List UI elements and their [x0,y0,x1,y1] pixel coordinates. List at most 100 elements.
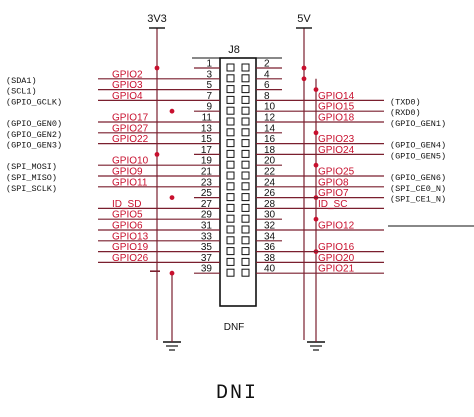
net-label-left: GPIO22 [112,134,149,145]
pin-number-left: 33 [201,231,213,242]
net-label-right: GPIO12 [318,221,355,232]
junction-dot [313,216,319,222]
pin-number-right: 10 [264,102,276,113]
alt-label-left: (SPI_MISO) [6,173,57,183]
pin-number-right: 22 [264,167,276,178]
junction-dot [313,162,319,168]
pin-number-right: 20 [264,156,276,167]
alt-label-left: (GPIO_GEN2) [6,130,62,140]
pin-number-left: 19 [201,156,213,167]
pin-pad-even [241,171,250,180]
pin-pad-odd [226,182,235,191]
pin-number-right: 16 [264,134,276,145]
pin-number-left: 31 [201,221,213,232]
pin-number-left: 35 [201,242,213,253]
net-label-left: GPIO9 [112,167,143,178]
pin-number-right: 4 [264,69,270,80]
pin-pad-odd [226,257,235,266]
pin-pad-odd [226,106,235,115]
net-label-right: GPIO14 [318,91,355,102]
pin-number-left: 17 [201,145,213,156]
pin-number-left: 23 [201,177,213,188]
junction-dot [169,108,175,114]
pin-pad-even [241,149,250,158]
net-label-left: GPIO19 [112,242,149,253]
junction-dot [313,130,319,136]
net-label-left: GPIO4 [112,91,143,102]
net-label-right: ID_SC [318,199,347,210]
pin-pad-even [241,236,250,245]
alt-label-left: (SPI_SCLK) [6,184,57,194]
wires [149,27,474,351]
pin-number-left: 29 [201,210,213,221]
alt-label-right: (TXD0) [390,97,421,107]
pin-pad-odd [226,236,235,245]
alt-label-right: (SPI_CE0_N) [390,184,446,194]
pin-number-right: 32 [264,221,276,232]
pin-pad-even [241,225,250,234]
net-label-left: GPIO17 [112,113,149,124]
alt-label-right: (GPIO_GEN6) [390,173,446,183]
net-label-right: GPIO15 [318,102,355,113]
net-label-right: GPIO25 [318,167,355,178]
pin-pad-even [241,214,250,223]
pin-pad-even [241,85,250,94]
pin-pad-even [241,74,250,83]
pin-pad-even [241,182,250,191]
net-label-right: GPIO23 [318,134,355,145]
net-label-right: GPIO16 [318,242,355,253]
pin-number-right: 40 [264,264,276,275]
pin-number-right: 12 [264,113,276,124]
net-label-left: GPIO13 [112,231,149,242]
connector-note: DNF [224,322,245,333]
pin-number-right: 14 [264,123,276,134]
alt-label-right: (GPIO_GEN4) [390,141,446,151]
pin-number-left: 15 [201,134,213,145]
pin-pad-odd [226,193,235,202]
pin-number-left: 27 [201,199,213,210]
pin-pad-odd [226,203,235,212]
pin-number-right: 6 [264,80,270,91]
ground-symbol-right [307,341,325,351]
pin-pad-even [241,247,250,256]
pin-pad-odd [226,117,235,126]
net-label-left: GPIO10 [112,156,149,167]
pin-row: 15 16 GPIO22 GPIO23 (GPIO_GEN3) (GPIO_GEN4) [6,134,446,151]
pin-number-right: 38 [264,253,276,264]
connector-body [219,57,257,307]
pin-pad-odd [226,85,235,94]
net-label-left: GPIO26 [112,253,149,264]
pin-pad-odd [226,214,235,223]
pin-pad-even [241,128,250,137]
pin-pad-odd [226,74,235,83]
pin-pad-even [241,193,250,202]
pin-pad-odd [226,171,235,180]
alt-label-left: (GPIO_GCLK) [6,97,62,107]
net-label-left: GPIO27 [112,123,149,134]
alt-label-left: (GPIO_GEN3) [6,141,62,151]
alt-label-left: (SPI_MOSI) [6,162,57,172]
pin-pad-odd [226,128,235,137]
pin-number-right: 28 [264,199,276,210]
junction-dot [301,65,307,71]
junction-dot [169,270,175,276]
net-label-left: GPIO2 [112,69,143,80]
connector-ref: J8 [228,44,240,56]
pin-pad-even [241,106,250,115]
pin-number-left: 3 [206,69,212,80]
alt-label-right: (SPI_CE1_N) [390,195,446,205]
pin-row: 19 20 GPIO10 (SPI_MOSI) [6,156,282,172]
